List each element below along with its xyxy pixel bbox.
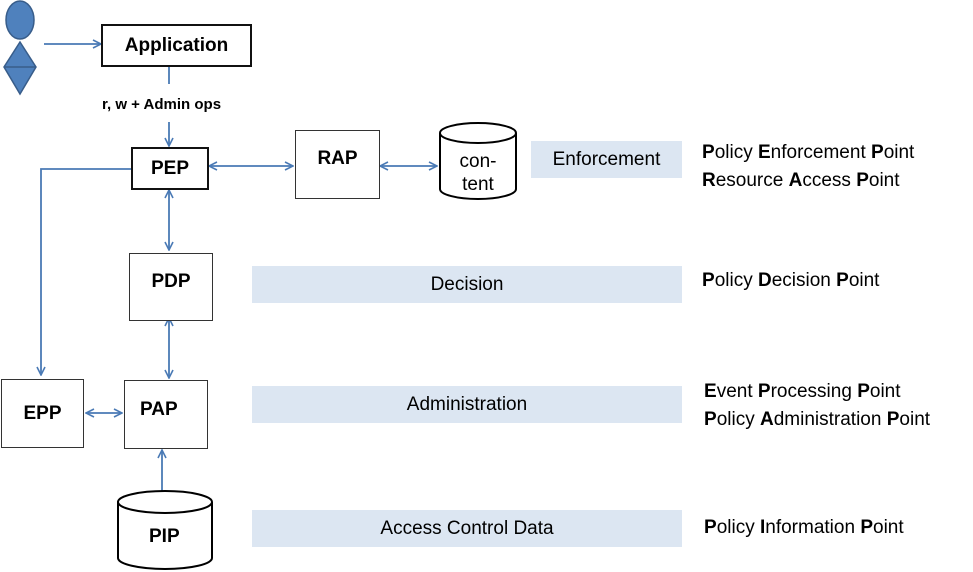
rap-box: RAP (295, 130, 380, 199)
legend-pip: Policy Information Point (704, 517, 904, 538)
legend-epp: Event Processing Point (704, 381, 901, 402)
epp-box: EPP (1, 379, 84, 448)
flow-label: r, w + Admin ops (102, 96, 222, 113)
content-label-line1: con- (459, 151, 497, 172)
content-label-line2: tent (462, 174, 494, 195)
application-box: Application (101, 24, 252, 67)
band-enforcement: Enforcement (531, 141, 682, 178)
band-administration: Administration (252, 386, 682, 423)
legend-rap: Resource Access Point (702, 170, 900, 191)
content-cylinder (439, 122, 517, 200)
pep-box: PEP (131, 147, 209, 190)
user-icon (3, 0, 37, 96)
pip-cylinder (117, 490, 213, 570)
pip-label: PIP (149, 526, 180, 547)
pdp-box: PDP (129, 253, 213, 321)
arrow-pep-epp (41, 168, 131, 375)
band-decision: Decision (252, 266, 682, 303)
pap-box: PAP (124, 380, 208, 449)
legend-pdp: Policy Decision Point (702, 270, 880, 291)
legend-pep: Policy Enforcement Point (702, 142, 915, 163)
band-access-control-data: Access Control Data (252, 510, 682, 547)
content-label: con- tent (440, 150, 516, 196)
legend-pap: Policy Administration Point (704, 409, 931, 430)
